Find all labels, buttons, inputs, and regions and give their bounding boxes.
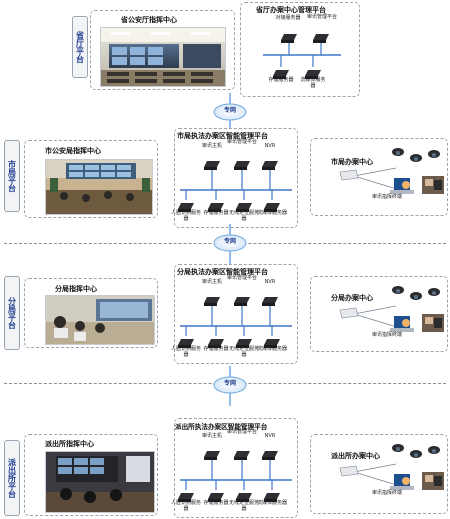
province-command-photo <box>100 27 226 87</box>
branch-case-title: 分局办案中心 <box>331 294 373 302</box>
branch-command-photo <box>45 295 155 345</box>
branch-top-device-label: 审讯主机 <box>201 279 222 285</box>
station-bottom-device-label: 无线定位服务器 <box>228 500 259 512</box>
province-platform-title: 省厅办案中心管理平台 <box>256 6 326 14</box>
branch-bottom-device-icon <box>178 334 194 353</box>
province-server-icon <box>281 29 297 48</box>
interrogation-photo-icon <box>422 314 444 332</box>
tier-label-branch: 分局平台 <box>4 276 20 350</box>
station-case-device-label: 审讯指挥终端 <box>372 490 403 496</box>
station-top-device-label: 审讯主机 <box>201 433 222 439</box>
branch-command-panel: 分局指挥中心 <box>24 278 158 348</box>
city-top-device-icon <box>234 156 250 175</box>
station-top-device-icon <box>204 446 220 465</box>
station-command-title: 派出所指挥中心 <box>45 440 94 448</box>
private-network-label: 专网 <box>223 107 236 114</box>
station-command-panel: 派出所指挥中心 <box>24 434 158 516</box>
station-case-title: 派出所办案中心 <box>331 452 380 460</box>
province-server-icon <box>273 65 289 84</box>
station-platform-title: 派出所执法办案区智能管理平台 <box>175 423 268 431</box>
station-bottom-device-label: 流媒体服务器 <box>256 500 287 506</box>
city-top-device-label: 审讯主机 <box>201 143 222 149</box>
city-top-device-icon <box>262 156 278 175</box>
router-icon <box>339 169 359 181</box>
branch-platform-title: 分局执法办案区智能管理平台 <box>177 268 268 276</box>
dome-camera-icon <box>392 444 440 458</box>
router-icon <box>339 307 359 319</box>
city-top-device-icon <box>204 156 220 175</box>
branch-top-device-icon <box>234 292 250 311</box>
branch-bottom-device-icon <box>236 334 252 353</box>
city-bottom-device-icon <box>178 198 194 217</box>
city-case-title: 市局办案中心 <box>331 158 373 166</box>
tier-label-station: 派出所平台 <box>4 440 20 516</box>
tier-label-province: 省厅平台 <box>72 16 88 78</box>
city-bottom-device-icon <box>264 198 280 217</box>
province-server-icon <box>305 65 321 84</box>
city-bottom-device-icon <box>236 198 252 217</box>
province-platform-panel: 省厅办案中心管理平台 对接服务器 审讯管理平台 存储服务器 流媒体服务器 <box>240 2 360 97</box>
province-server-label: 审讯管理平台 <box>307 14 338 20</box>
router-icon <box>339 465 359 477</box>
city-bottom-device-label: 流媒体服务器 <box>256 210 287 216</box>
workstation-icon <box>390 474 414 490</box>
branch-top-device-label: NVR <box>264 279 276 285</box>
branch-top-device-icon <box>204 292 220 311</box>
province-server-label: 对接服务器 <box>275 15 301 21</box>
station-bottom-device-icon <box>236 488 252 507</box>
station-bottom-device-label: 人脸识别服务器 <box>170 500 201 512</box>
city-command-title: 市公安局指挥中心 <box>45 147 101 155</box>
interrogation-photo-icon <box>422 472 444 490</box>
station-case-center-devices <box>310 434 448 516</box>
station-top-device-label: NVR <box>264 433 276 439</box>
station-top-device-icon <box>234 446 250 465</box>
city-platform-title: 市局执法办案区智能管理平台 <box>177 132 268 140</box>
branch-bottom-device-label: 无线定位服务器 <box>228 346 259 358</box>
branch-command-title: 分局指挥中心 <box>55 285 97 293</box>
station-top-device-label: 审讯管理平台 <box>226 429 257 435</box>
station-bottom-device-icon <box>264 488 280 507</box>
private-network-link: 专网 <box>210 224 250 264</box>
city-bottom-device-label: 存储服务器 <box>203 210 229 216</box>
city-bottom-device-label: 人脸识别服务器 <box>170 210 201 222</box>
private-network-label: 专网 <box>223 380 236 387</box>
city-bottom-device-icon <box>208 198 224 217</box>
tier-label-city: 市局平台 <box>4 140 20 212</box>
private-network-link: 专网 <box>210 366 250 406</box>
branch-bottom-device-label: 人脸识别服务器 <box>170 346 201 358</box>
branch-bottom-device-label: 流媒体服务器 <box>256 346 287 352</box>
province-command-title: 省公安厅指挥中心 <box>121 16 177 24</box>
branch-bottom-device-icon <box>264 334 280 353</box>
station-bottom-device-icon <box>208 488 224 507</box>
province-server-label: 存储服务器 <box>268 77 294 83</box>
province-server-icon <box>313 29 329 48</box>
city-case-center-devices <box>310 138 448 220</box>
branch-bottom-device-label: 存储服务器 <box>203 346 229 352</box>
branch-top-device-label: 审讯管理平台 <box>226 275 257 281</box>
interrogation-photo-icon <box>422 176 444 194</box>
station-top-device-icon <box>262 446 278 465</box>
city-top-device-label: 审讯管理平台 <box>226 139 257 145</box>
city-case-device-label: 审讯指挥终端 <box>372 194 403 200</box>
private-network-link: 专网 <box>210 93 250 133</box>
branch-bottom-device-icon <box>208 334 224 353</box>
station-bottom-device-label: 存储服务器 <box>203 500 229 506</box>
branch-case-device-label: 审讯指挥终端 <box>372 332 403 338</box>
city-bottom-device-label: 无线定位服务器 <box>228 210 259 222</box>
province-server-label: 流媒体服务器 <box>300 77 326 89</box>
branch-case-center-devices <box>310 276 448 358</box>
workstation-icon <box>390 178 414 194</box>
province-command-panel: 省公安厅指挥中心 <box>90 10 235 90</box>
branch-top-device-icon <box>262 292 278 311</box>
city-command-panel: 市公安局指挥中心 <box>24 140 158 218</box>
city-top-device-label: NVR <box>264 143 276 149</box>
workstation-icon <box>390 316 414 332</box>
station-command-photo <box>45 451 155 513</box>
private-network-label: 专网 <box>223 238 236 245</box>
station-bottom-device-icon <box>178 488 194 507</box>
city-command-photo <box>45 159 153 215</box>
